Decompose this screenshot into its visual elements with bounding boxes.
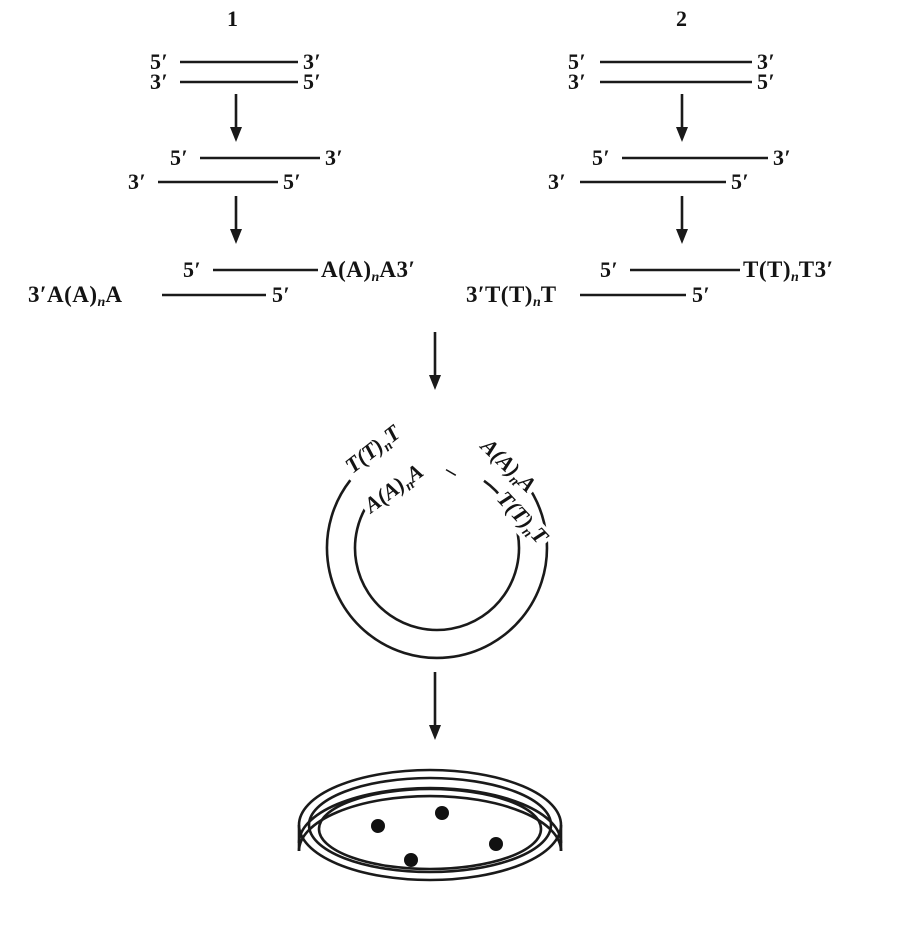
tail-text: T(T) (743, 257, 791, 282)
tail-text: T3′ (798, 257, 834, 282)
five-prime-label: 5′ (757, 69, 776, 94)
tail-subscript: n (97, 295, 106, 310)
tail-text: 3′A(A) (28, 282, 98, 307)
f1-bottom-tail-label: 3′A(A)nA (28, 283, 122, 310)
five-prime-label: 5′ (600, 257, 619, 282)
petri-dish-outer-rim (297, 768, 563, 882)
five-prime-label: 5′ (150, 49, 169, 74)
five-prime-label: 5′ (170, 145, 189, 170)
f2-bottom-tail-label: 3′T(T)nT (466, 283, 557, 310)
three-prime-label: 3′ (568, 69, 587, 94)
three-prime-label: 3′ (548, 169, 567, 194)
petri-dish-agar-surface (317, 787, 543, 871)
five-prime-label: 5′ (303, 69, 322, 94)
f1-top-tail-label: A(A)nA3′ (321, 258, 415, 285)
petri-dish-base-upper-line (297, 786, 563, 844)
five-prime-label: 5′ (183, 257, 202, 282)
five-prime-label: 5′ (692, 282, 711, 307)
five-prime-label: 5′ (731, 169, 750, 194)
f1-step2-arrowhead-icon (230, 229, 242, 244)
five-prime-label: 5′ (592, 145, 611, 170)
three-prime-label: 3′ (128, 169, 147, 194)
colony-dot (404, 853, 418, 867)
colony-dot (489, 837, 503, 851)
petri-dish-base-lower-line (297, 794, 563, 852)
three-prime-label: 3′ (773, 145, 792, 170)
petri-dish-inner-rim (307, 776, 553, 874)
f2-step2-arrowhead-icon (676, 229, 688, 244)
f2-step1-arrowhead-icon (676, 127, 688, 142)
five-prime-label: 5′ (283, 169, 302, 194)
tail-subscript: n (371, 270, 380, 285)
transformation-arrowhead-icon (429, 725, 441, 740)
three-prime-label: 3′ (150, 69, 169, 94)
tail-subscript: n (532, 295, 541, 310)
fragment-1-number: 1 (227, 6, 239, 31)
f1-step1-arrowhead-icon (230, 127, 242, 142)
f2-top-tail-label: T(T)nT3′ (743, 258, 834, 285)
three-prime-label: 3′ (325, 145, 344, 170)
five-prime-label: 5′ (568, 49, 587, 74)
tail-text: A (105, 282, 123, 307)
tail-text: A3′ (379, 257, 416, 282)
three-prime-label: 3′ (757, 49, 776, 74)
five-prime-label: 5′ (272, 282, 291, 307)
colony-dot (371, 819, 385, 833)
tail-text: 3′T(T) (466, 282, 533, 307)
tail-subscript: n (791, 270, 799, 285)
three-prime-label: 3′ (303, 49, 322, 74)
fragment-2-number: 2 (676, 6, 688, 31)
tail-text: A(A) (321, 257, 372, 282)
colony-dot (435, 806, 449, 820)
ligation-arrowhead-icon (429, 375, 441, 390)
tail-text: T (540, 282, 557, 307)
